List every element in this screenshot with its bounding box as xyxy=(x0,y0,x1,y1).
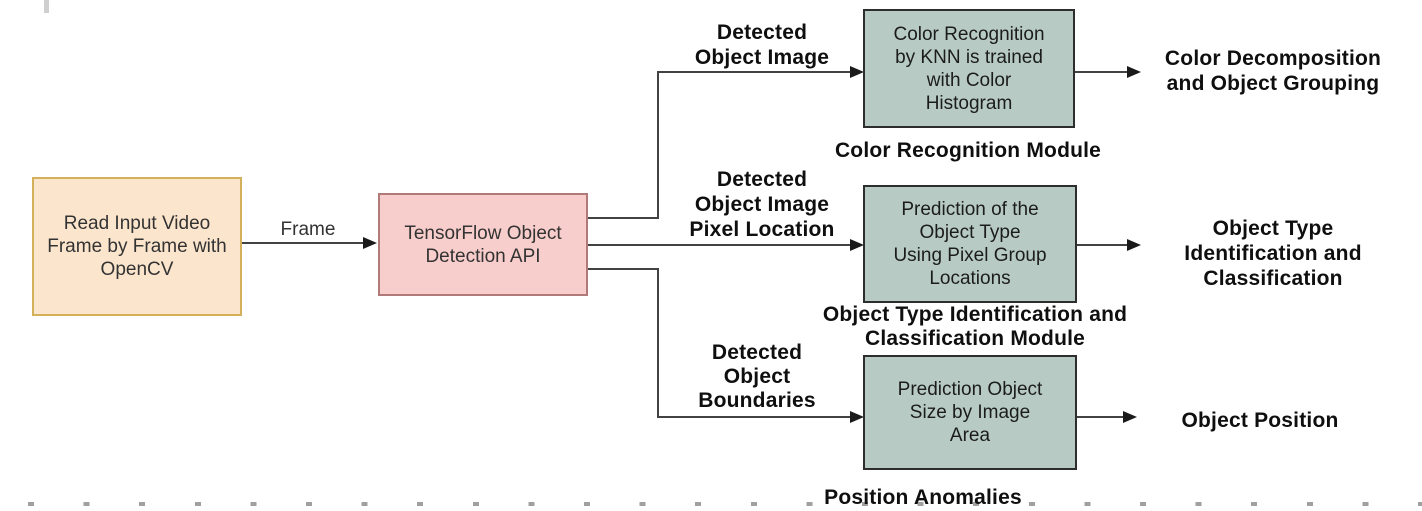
edge-branch3-horizontal xyxy=(657,416,851,418)
edge-branch2-horizontal xyxy=(588,244,851,246)
edge-branch3-vertical xyxy=(657,268,659,418)
color-recognition-module-caption: Color Recognition Module xyxy=(834,139,1102,162)
arrowhead-module2-output xyxy=(1127,239,1141,251)
arrowhead-branch2 xyxy=(850,239,864,251)
position-anomalies-module-caption: Position Anomalies Detection xyxy=(824,486,1022,509)
arrowhead-module3-output xyxy=(1123,411,1137,423)
edge-branch1-vertical xyxy=(657,71,659,219)
page-break-dash-top xyxy=(44,0,49,13)
frame-edge-label: Frame xyxy=(280,219,336,240)
page-break-dashes-bottom xyxy=(28,502,1422,506)
edge-branch3-exit xyxy=(588,268,659,270)
arrowhead-branch3 xyxy=(850,411,864,423)
edge-branch1-exit xyxy=(588,217,659,219)
arrowhead-input-to-api xyxy=(363,237,377,249)
edge-module1-output xyxy=(1075,71,1129,73)
output3-label: Object Position xyxy=(1181,409,1339,432)
edge-input-to-api xyxy=(242,242,364,244)
edge-branch1-horizontal xyxy=(657,71,851,73)
arrowhead-branch1 xyxy=(850,66,864,78)
edge-module2-output xyxy=(1077,244,1129,246)
edge-module3-output xyxy=(1077,416,1125,418)
arrowhead-module1-output xyxy=(1127,66,1141,78)
